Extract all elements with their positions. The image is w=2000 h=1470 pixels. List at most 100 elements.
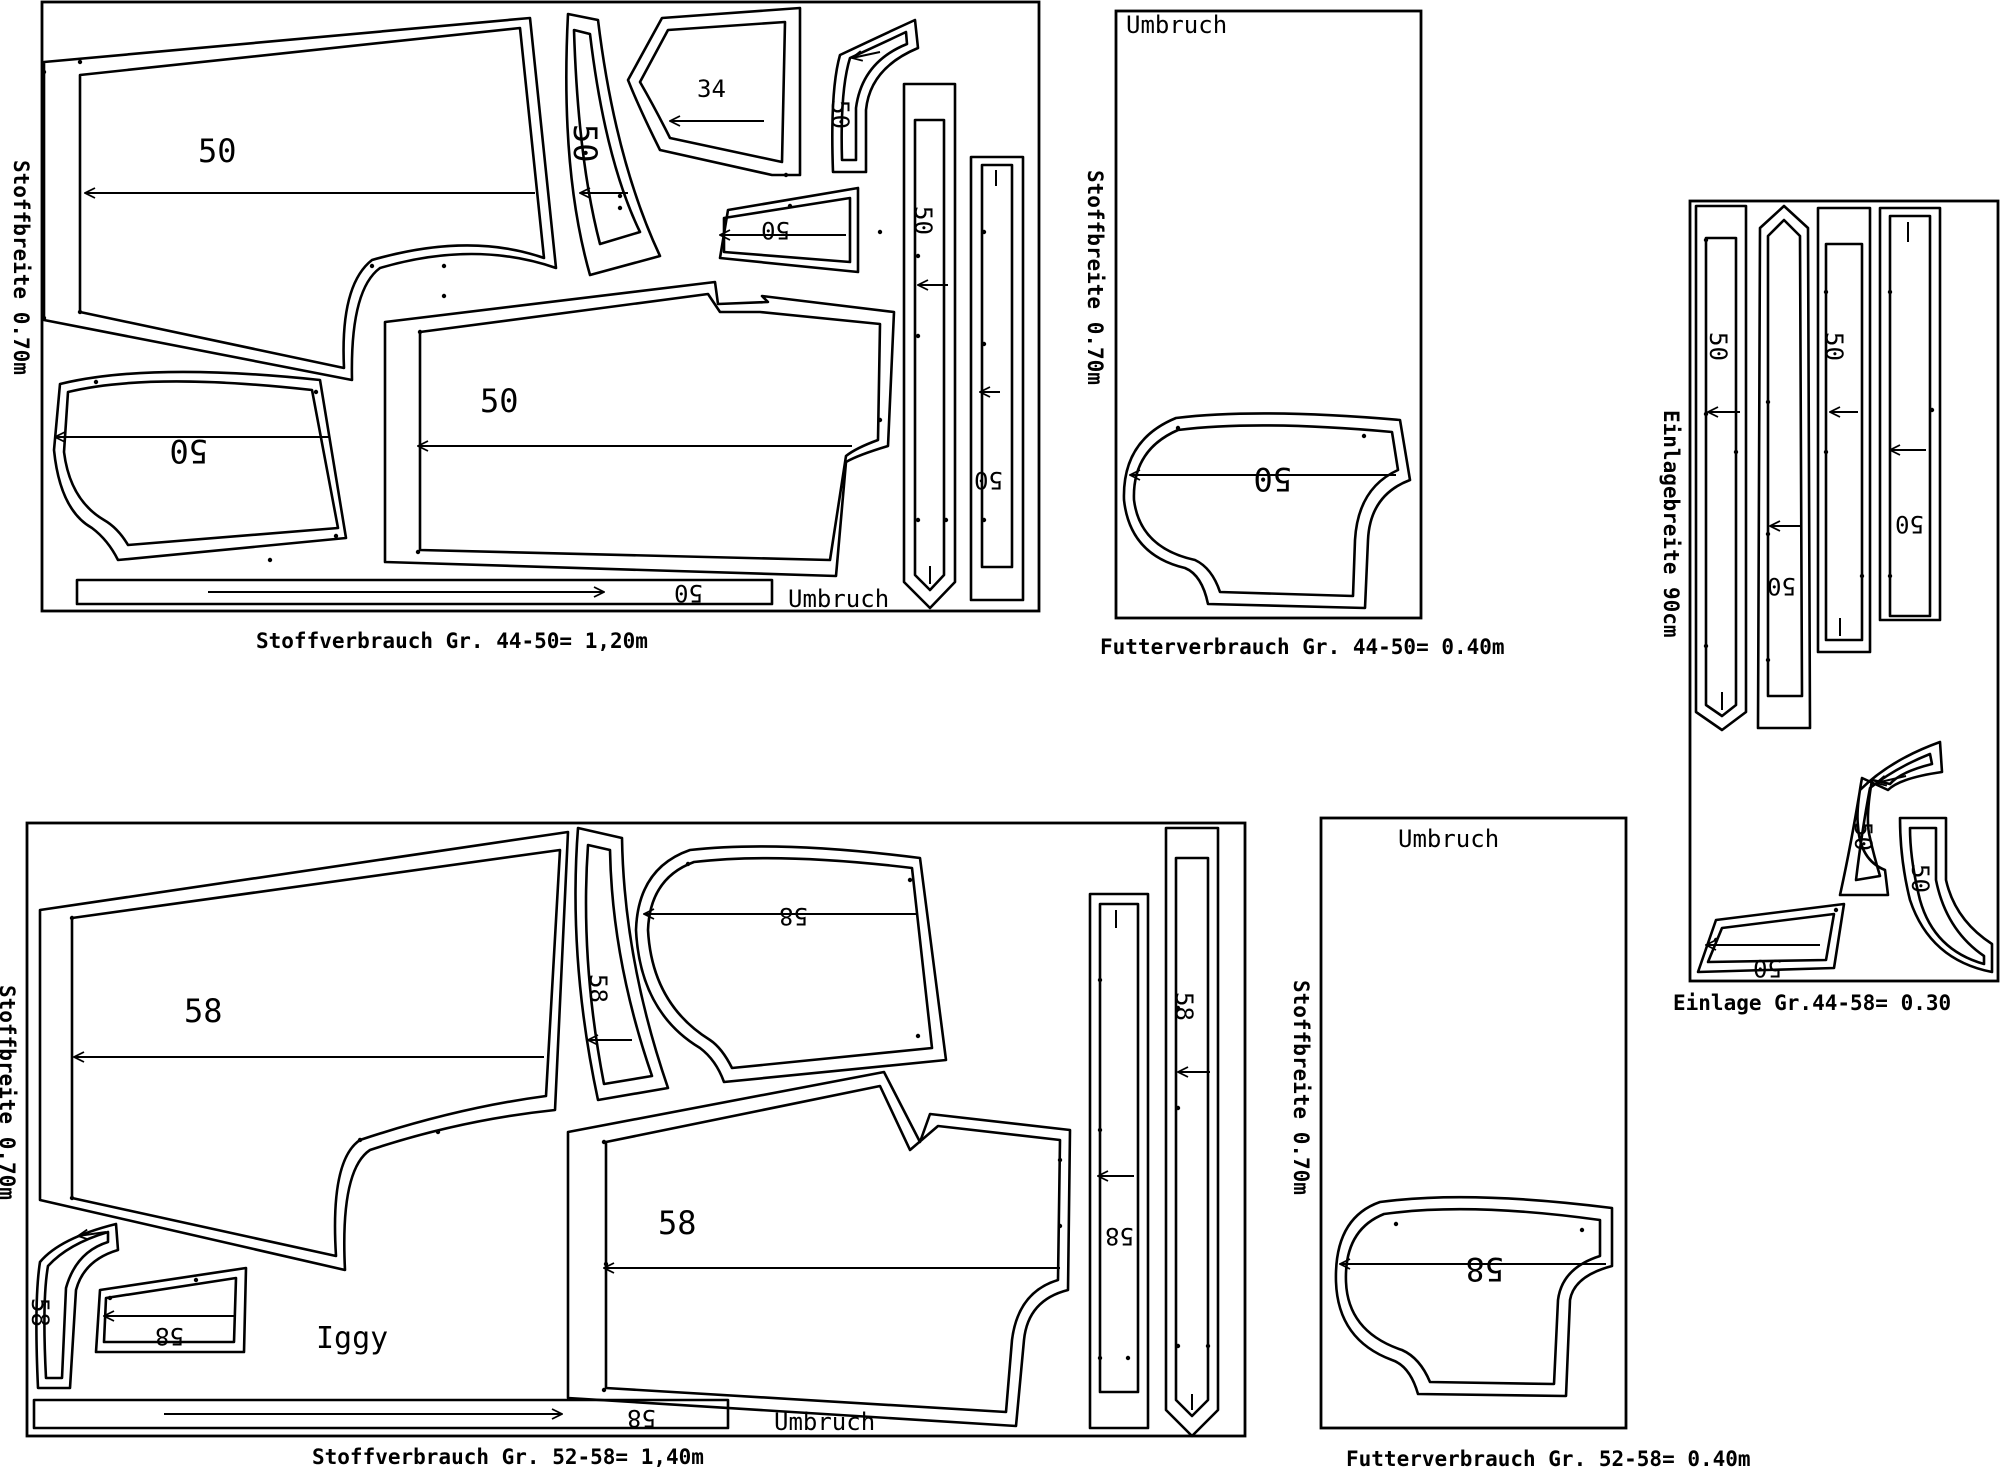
notch-dot xyxy=(41,315,47,321)
piece-size-label: 50 xyxy=(1820,332,1848,361)
notch-dot xyxy=(369,263,375,269)
piece-size-label: 50 xyxy=(566,124,604,163)
notch-dot xyxy=(1097,1127,1103,1133)
notch-dot xyxy=(1097,1355,1103,1361)
piece-size-label: 50 xyxy=(480,382,519,420)
notch-dot xyxy=(1859,573,1865,579)
lining-width-label: Stoffbreite 0.70m xyxy=(1083,170,1107,385)
notch-dot xyxy=(1713,937,1719,943)
notch-dot xyxy=(1175,1343,1181,1349)
notch-dot xyxy=(1733,449,1739,455)
notch-dot xyxy=(1765,657,1771,663)
piece-size-label: 50 xyxy=(674,579,703,607)
notch-dot xyxy=(685,861,691,867)
notch-dot xyxy=(1361,433,1367,439)
notch-marks xyxy=(41,59,1935,1393)
notch-dot xyxy=(877,417,883,423)
interfacing-strip: 50 xyxy=(1694,204,1748,732)
lining-width-frame xyxy=(1319,816,1628,1430)
piece-size-label: 58 xyxy=(584,974,612,1003)
interfacing-strip: 50 xyxy=(1878,206,1942,622)
notch-dot xyxy=(981,229,987,235)
notch-dot xyxy=(333,533,339,539)
piece-size-label: 50 xyxy=(1704,332,1732,361)
notch-dot xyxy=(313,389,319,395)
pocket-piece: 34 xyxy=(626,6,802,177)
notch-dot xyxy=(1579,1227,1585,1233)
notch-dot xyxy=(783,172,789,178)
notch-dot xyxy=(357,1137,363,1143)
piece-size-label: 58 xyxy=(658,1204,697,1242)
piece-size-label: 50 xyxy=(974,466,1003,494)
piece-size-label: 50 xyxy=(1895,510,1924,538)
piece-size-label: 58 xyxy=(1170,992,1198,1021)
front-piece: 58 xyxy=(566,1070,1072,1428)
pattern-signature: Iggy xyxy=(316,1321,388,1356)
notch-dot xyxy=(915,333,921,339)
piece-size-label: 50 xyxy=(761,216,790,244)
notch-dot xyxy=(1833,907,1839,913)
piece-size-label: 58 xyxy=(627,1404,656,1432)
notch-dot xyxy=(1929,407,1935,413)
notch-dot xyxy=(601,1387,607,1393)
notch-dot xyxy=(107,1295,113,1301)
interfacing-collar: 50 xyxy=(1838,740,1944,897)
notch-dot xyxy=(601,1139,607,1145)
interfacing-layout: Einlagebreite 90cm 50 50 50 50 xyxy=(1659,199,2000,1015)
notch-dot xyxy=(1887,573,1893,579)
interfacing-width-frame xyxy=(1688,199,2000,983)
piece-size-label: 58 xyxy=(1105,1222,1134,1250)
lining-pocket-piece: 50 xyxy=(1122,412,1412,610)
lining-width-frame xyxy=(1114,9,1423,620)
piece-size-label: 34 xyxy=(697,75,726,103)
consumption-label: Futterverbrauch Gr. 52-58= 0.40m xyxy=(1346,1447,1751,1470)
facing-strip: 50 xyxy=(902,82,957,610)
consumption-label: Stoffverbrauch Gr. 44-50= 1,20m xyxy=(256,629,648,653)
notch-dot xyxy=(1175,1005,1181,1011)
fabric-layout-large: Stoffbreite 0.70m 58 58 58 58 xyxy=(0,821,1247,1469)
piece-size-label: 58 xyxy=(779,902,808,930)
notch-dot xyxy=(77,59,83,65)
collar-piece: 50 xyxy=(826,18,920,174)
lining-layout-small: Umbruch Stoffbreite 0.70m 50 Futterverbr… xyxy=(1083,9,1505,659)
piece-size-label: 50 xyxy=(198,132,237,170)
notch-dot xyxy=(1765,399,1771,405)
notch-dot xyxy=(1765,531,1771,537)
front-piece: 50 xyxy=(383,280,896,578)
notch-dot xyxy=(981,341,987,347)
notch-dot xyxy=(1057,1223,1063,1229)
back-piece: 50 xyxy=(42,16,558,382)
notch-dot xyxy=(69,915,75,921)
waistband-strip: 58 xyxy=(1164,826,1220,1438)
notch-dot xyxy=(915,253,921,259)
interfacing-collar: 50 xyxy=(1898,816,1994,974)
notch-dot xyxy=(77,309,83,315)
notch-dot xyxy=(415,549,421,555)
notch-dot xyxy=(915,1033,921,1039)
interfacing-strip: 50 xyxy=(1816,206,1872,654)
lining-pocket-piece: 58 xyxy=(1334,1195,1614,1398)
consumption-label: Einlage Gr.44-58= 0.30 xyxy=(1673,991,1951,1015)
notch-dot xyxy=(981,517,987,523)
piece-size-label: 50 xyxy=(1849,822,1877,851)
notch-dot xyxy=(441,293,447,299)
piece-size-label: 58 xyxy=(184,992,223,1030)
piece-size-label: 50 xyxy=(1906,864,1934,893)
notch-dot xyxy=(617,205,623,211)
fabric-width-frame xyxy=(40,0,1041,613)
notch-dot xyxy=(1205,1343,1211,1349)
fold-label: Umbruch xyxy=(788,585,889,613)
facing-strip: 58 xyxy=(1088,892,1150,1430)
notch-dot xyxy=(617,193,623,199)
piece-size-label: 50 xyxy=(1253,460,1292,498)
notch-dot xyxy=(1823,289,1829,295)
notch-dot xyxy=(69,1195,75,1201)
notch-dot xyxy=(1703,411,1709,417)
notch-dot xyxy=(603,1261,609,1267)
piece-size-label: 50 xyxy=(826,100,854,129)
lining-layout-large: Umbruch Stoffbreite 0.70m 58 Futterverbr… xyxy=(1289,816,1751,1470)
piece-size-label: 50 xyxy=(169,432,208,470)
notch-dot xyxy=(267,557,273,563)
notch-dot xyxy=(877,229,883,235)
